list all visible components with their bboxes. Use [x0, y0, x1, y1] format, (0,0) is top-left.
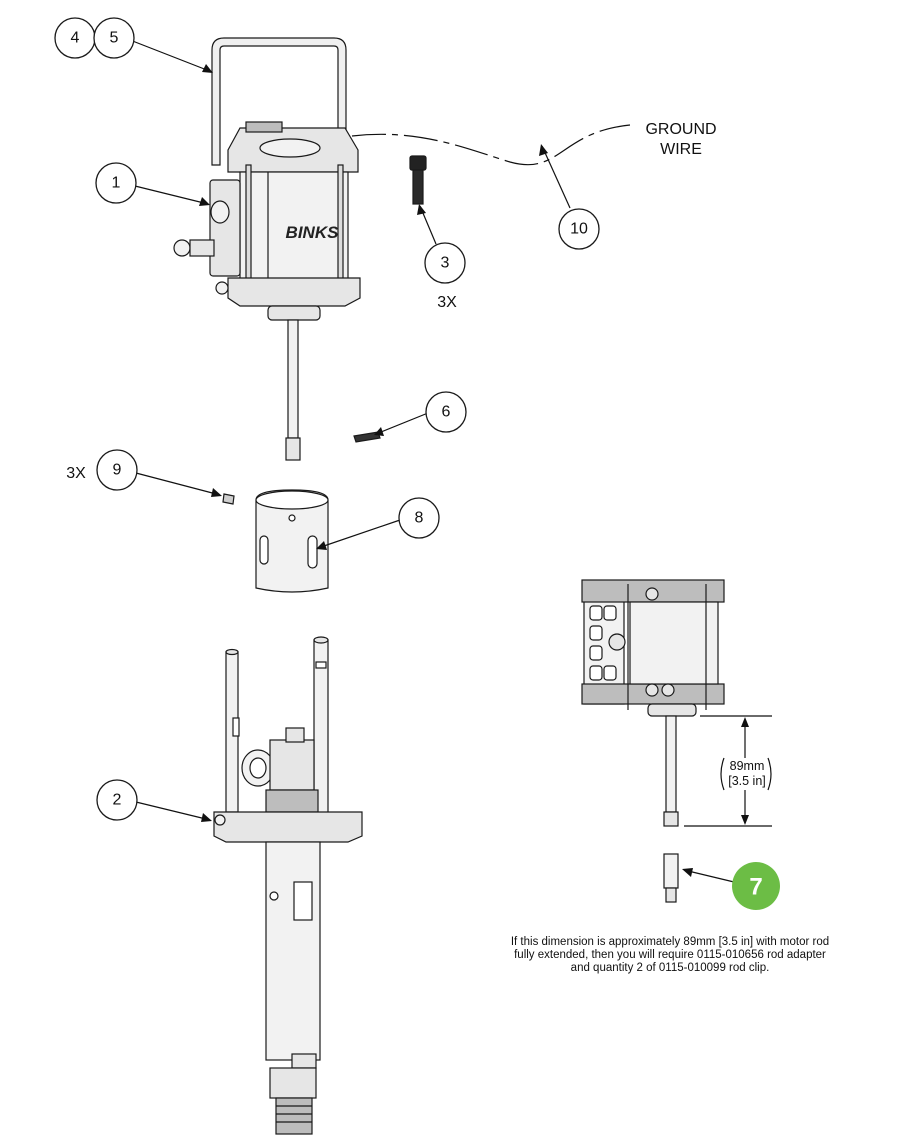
motor-rod [287, 319, 299, 439]
top-cap-clamp [245, 121, 283, 133]
muffler-fitting [215, 281, 229, 295]
air-fitting [210, 200, 230, 224]
side-motor-rod [665, 715, 677, 813]
dimension-in-label: [3.5 in] [728, 774, 766, 788]
side-rod-tip [663, 811, 679, 827]
pump-mounting-plate [213, 811, 363, 843]
pump-cylinder [265, 841, 321, 1061]
side-motor-body [629, 601, 719, 685]
rod-clip [353, 431, 381, 443]
dimension-mm-label: 89mm [730, 759, 765, 773]
leader-7 [683, 869, 735, 883]
fluid-pump-assembly [213, 636, 363, 1135]
svg-text:4: 4 [71, 30, 80, 47]
pin-qty-label: 3X [66, 465, 86, 482]
packing-nut [269, 739, 315, 791]
rod-adapter-tip [665, 887, 677, 903]
air-motor-assembly: BINKS [173, 37, 361, 461]
inlet-fitting [275, 1097, 313, 1135]
callout-7-highlight: 7 [732, 862, 780, 910]
callout-3: 3 [424, 242, 466, 284]
svg-text:5: 5 [110, 30, 119, 47]
callout-9: 9 [96, 449, 138, 491]
brand-logo: BINKS [286, 223, 340, 242]
pump-label-plate [291, 1053, 317, 1069]
leader-1 [134, 185, 209, 205]
rod-adapter-note: If this dimension is approximately 89mm … [470, 936, 870, 975]
tie-rod [337, 164, 344, 286]
svg-text:3: 3 [441, 255, 450, 272]
cap-screw [409, 155, 427, 205]
ground-wire [351, 124, 631, 166]
air-inlet-fitting [189, 239, 215, 257]
leader-9 [135, 472, 221, 496]
ground-wire-label-line2: WIRE [660, 141, 702, 158]
callout-8: 8 [398, 497, 440, 539]
foot-valve [269, 1067, 317, 1099]
svg-text:10: 10 [570, 221, 588, 238]
ground-wire-label-line1: GROUND [645, 121, 716, 138]
rod-connector [285, 727, 305, 743]
leader-4-5 [129, 39, 213, 73]
callout-10: 10 [558, 208, 600, 250]
motor-side-view [581, 579, 725, 903]
rod-collar [267, 305, 321, 321]
top-cap-hub [259, 138, 321, 158]
side-rod-collar [647, 703, 697, 717]
leader-10 [541, 145, 571, 209]
note-line-3: and quantity 2 of 0115-010099 rod clip. [570, 962, 770, 974]
motor-bottom-flange [227, 277, 361, 307]
svg-text:8: 8 [415, 510, 424, 527]
svg-text:1: 1 [112, 175, 121, 192]
air-valve-block [209, 179, 241, 277]
bolt-qty-label: 3X [437, 294, 457, 311]
coupling-sleeve [255, 489, 329, 593]
rod-adapter [663, 853, 679, 889]
callout-5: 5 [93, 17, 135, 59]
svg-text:6: 6 [442, 404, 451, 421]
svg-text:9: 9 [113, 462, 122, 479]
svg-text:2: 2 [113, 792, 122, 809]
note-line-2: fully extended, then you will require 01… [514, 949, 826, 961]
tie-rod [245, 164, 252, 286]
leader-8 [317, 519, 401, 549]
leader-6 [375, 412, 429, 435]
air-inlet-ring [173, 239, 191, 257]
plate-screw [214, 814, 226, 826]
note-line-1: If this dimension is approximately 89mm … [510, 936, 830, 948]
callout-4: 4 [54, 17, 96, 59]
dimension-89mm [684, 715, 772, 827]
leader-2 [135, 801, 211, 821]
callout-2: 2 [96, 779, 138, 821]
hex-nut [265, 789, 319, 813]
callout-1: 1 [95, 162, 137, 204]
callout-6: 6 [425, 391, 467, 433]
rod-tip [285, 437, 301, 461]
svg-text:7: 7 [749, 874, 762, 901]
set-screw-pin [222, 493, 235, 505]
